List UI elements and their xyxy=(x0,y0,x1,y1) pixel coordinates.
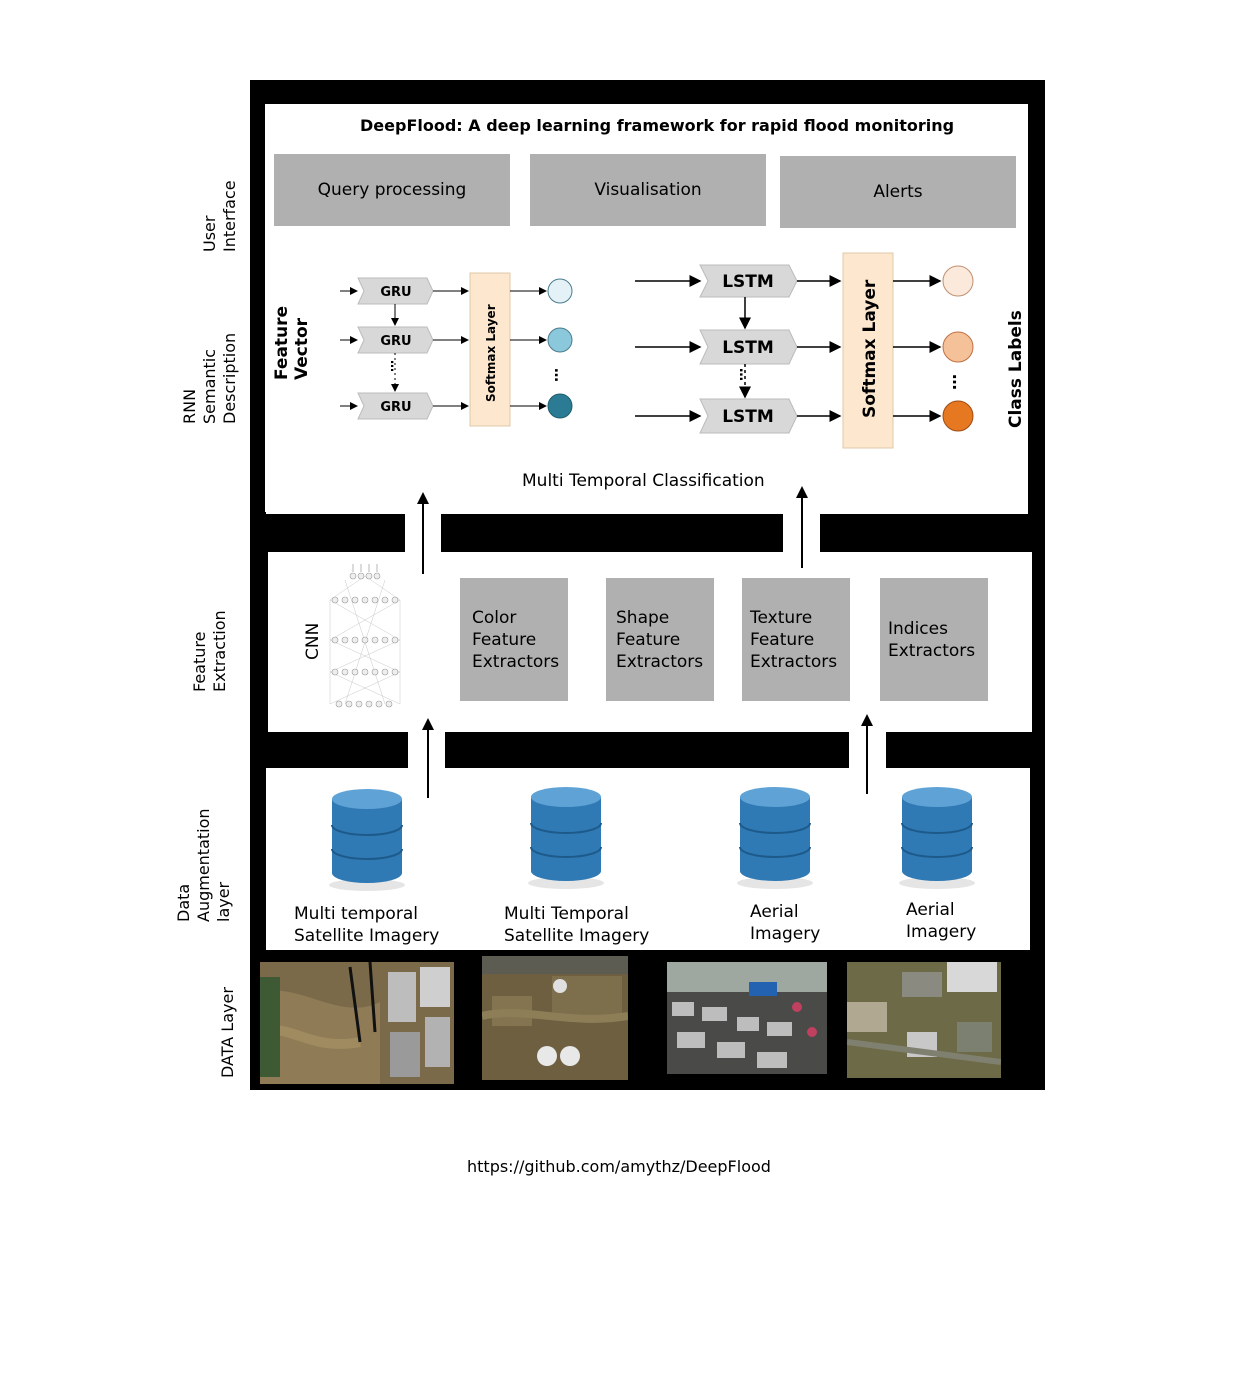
flood-satellite-image xyxy=(482,956,628,1080)
extractor-line: Extractors xyxy=(888,640,976,661)
database-label: Aerial Imagery xyxy=(750,901,820,945)
gru-output-node xyxy=(547,393,573,419)
database-label: Aerial Imagery xyxy=(906,899,976,943)
gru-output-node xyxy=(547,278,573,304)
layer-label-line: Interface xyxy=(220,180,239,252)
database-label-line: Imagery xyxy=(906,922,977,942)
layer-label-line: Extraction xyxy=(210,610,229,692)
layer-label-line: DATA Layer xyxy=(218,987,237,1078)
gru-softmax-label: Softmax Layer xyxy=(484,304,498,402)
lstm-softmax-layer xyxy=(842,252,894,449)
gru-label: GRU xyxy=(380,334,411,349)
database-icon xyxy=(899,787,975,889)
gru-block xyxy=(357,392,434,420)
database-icon xyxy=(528,787,604,889)
database-label-line: Satellite Imagery xyxy=(504,926,650,946)
database-icon xyxy=(329,789,405,891)
lstm-label: LSTM xyxy=(722,407,774,427)
database-label-line: Multi Temporal xyxy=(504,904,629,924)
database-label: Multi temporal Satellite Imagery xyxy=(294,903,439,947)
arrow-up-icon xyxy=(417,492,429,574)
layer-label-line: Augmentation xyxy=(194,808,213,922)
color-feature-extractors: Color Feature Extractors xyxy=(460,578,568,701)
band-gap xyxy=(408,730,445,770)
database-icon xyxy=(737,787,813,889)
lstm-softmax-label: Softmax Layer xyxy=(860,279,880,418)
lstm-block xyxy=(699,398,798,434)
query-processing-box: Query processing xyxy=(274,154,510,226)
flood-satellite-image xyxy=(260,962,454,1084)
rnn-diagram: Feature Vector GRU GRU GRU Softmax Layer… xyxy=(272,252,1026,449)
flood-street-photo xyxy=(667,962,827,1074)
database-label-line: Satellite Imagery xyxy=(294,926,440,946)
lstm-block xyxy=(699,264,798,298)
lstm-dots: … xyxy=(949,374,968,390)
gru-label: GRU xyxy=(380,285,411,300)
layer-label-augmentation: Data Augmentation layer xyxy=(174,808,234,922)
database-label: Multi Temporal Satellite Imagery xyxy=(504,903,649,947)
texture-feature-extractors: Texture Feature Extractors xyxy=(742,578,850,701)
layer-label-line: Data xyxy=(174,883,193,922)
gru-label: GRU xyxy=(380,400,411,415)
lstm-block xyxy=(699,329,798,365)
layer-label-line: User xyxy=(200,215,219,252)
database-label-line: Aerial xyxy=(750,902,799,922)
layer-label-line: Feature xyxy=(190,631,209,692)
layer-label-line: Semantic xyxy=(200,348,219,424)
arrow-up-icon xyxy=(796,486,808,568)
indices-extractors: Indices Extractors xyxy=(880,578,988,701)
extractor-line: Extractors xyxy=(750,651,838,672)
database-label-line: Imagery xyxy=(750,924,821,944)
lstm-dots: … xyxy=(736,368,751,381)
layer-label-line: RNN xyxy=(180,388,199,424)
feature-vector-label: Feature xyxy=(272,306,292,380)
lstm-label: LSTM xyxy=(722,338,774,358)
band-gap xyxy=(250,512,266,552)
alerts-box: Alerts xyxy=(780,156,1016,228)
lstm-label: LSTM xyxy=(722,272,774,292)
shape-feature-extractors: Shape Feature Extractors xyxy=(606,578,714,701)
cnn-text: CNN xyxy=(303,622,323,660)
extractor-line: Extractors xyxy=(472,651,560,672)
cnn-label: CNN xyxy=(303,623,323,660)
layer-label-rnn: RNN Semantic Description xyxy=(180,333,240,424)
gru-block xyxy=(357,277,434,305)
extractor-line: Extractors xyxy=(616,651,704,672)
feature-vector-label: Vector xyxy=(292,317,312,380)
extractor-line: Indices xyxy=(888,618,948,639)
extractor-line: Feature xyxy=(472,629,537,650)
lstm-output-node xyxy=(942,400,974,432)
multi-temporal-caption: Multi Temporal Classification xyxy=(522,471,765,491)
extractor-line: Feature xyxy=(616,629,681,650)
layer-label-line: Description xyxy=(220,332,239,424)
github-url: https://github.com/amythz/DeepFlood xyxy=(467,1157,771,1176)
arrow-up-icon xyxy=(422,718,434,798)
gru-block xyxy=(357,326,434,354)
extractor-line: Feature xyxy=(750,629,815,650)
layer-label-ui: User Interface xyxy=(200,180,240,252)
arrow-up-icon xyxy=(861,714,873,794)
gru-dots: … xyxy=(388,360,402,372)
extractor-line: Shape xyxy=(616,607,670,628)
extractor-line: Texture xyxy=(750,607,813,628)
gru-dots: … xyxy=(551,368,567,382)
flood-aerial-photo xyxy=(847,962,1001,1078)
lstm-output-node xyxy=(942,265,974,297)
visualisation-box: Visualisation xyxy=(530,154,766,226)
database-label-line: Aerial xyxy=(906,900,955,920)
diagram-title: DeepFlood: A deep learning framework for… xyxy=(360,116,955,135)
database-label-line: Multi temporal xyxy=(294,904,418,924)
class-labels: Class Labels xyxy=(1006,310,1026,428)
gru-softmax-layer xyxy=(469,272,511,427)
neural-network-icon xyxy=(329,564,401,708)
layer-label-feature: Feature Extraction xyxy=(190,610,230,692)
lstm-output-node xyxy=(942,331,974,363)
extractor-line: Color xyxy=(472,607,517,628)
gru-output-node xyxy=(547,327,573,353)
layer-label-data: DATA Layer xyxy=(218,987,238,1078)
layer-label-line: layer xyxy=(214,881,233,922)
